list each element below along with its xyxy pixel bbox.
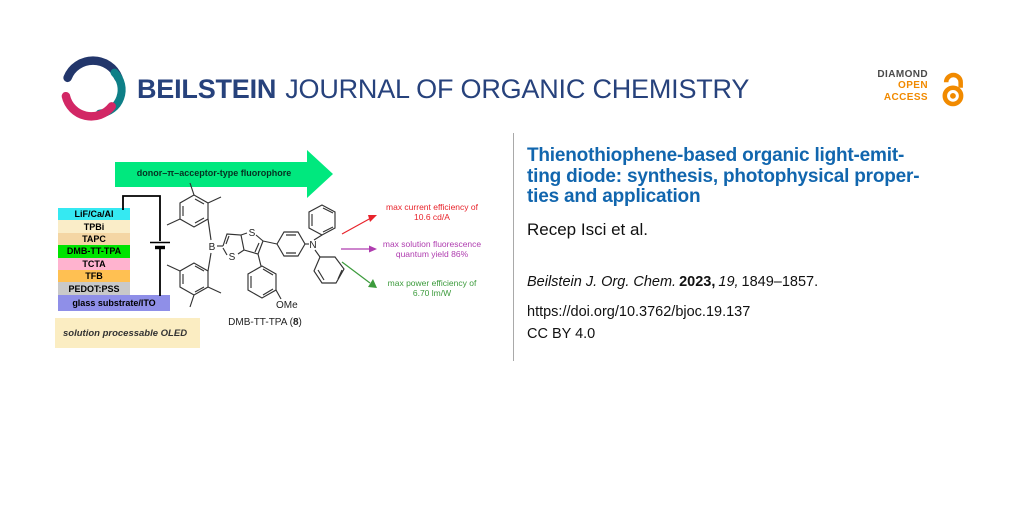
fluorophore-arrow [115,150,333,198]
finding-power-efficiency: max power efficiency of 6.70 lm/W [387,278,477,298]
fluorophore-arrow-label: donor–π–acceptor-type fluorophore [136,168,292,178]
stack-layer-tcta: TCTA [58,257,130,270]
molecule-name-label: DMB-TT-TPA (8) [228,317,302,328]
battery-circuit [122,195,170,296]
oa-access-text: ACCESS [883,91,928,103]
stack-layer-pedot: PEDOT:PSS [58,282,130,295]
finding-arrow-quantum-yield [341,245,377,253]
stack-layer-tfb: TFB [58,270,130,283]
oa-diamond-text: DIAMOND [877,69,928,80]
article-citation: Beilstein J. Org. Chem.2023,19,1849–1857… [527,274,821,290]
beilstein-logo-icon [61,56,126,121]
finding-arrow-current-efficiency [341,215,377,235]
stack-layer-tpbi: TPBi [58,220,130,233]
citation-year: 2023, [679,274,716,290]
molecule-structure: B S S OMe N [166,182,377,311]
stack-layer-tapc: TAPC [58,232,130,246]
journal-wordmark: BEILSTEIN JOURNAL OF ORGANIC CHEMISTRY [137,75,749,103]
citation-volume: 19, [718,274,739,290]
solution-processable-caption: solution processable OLED [55,318,200,348]
article-title: Thienothiophene-based organic light-emit… [527,145,920,208]
nitrogen-atom-label: N [309,240,316,251]
boron-atom-label: B [209,242,216,253]
oa-open-text: OPEN [898,80,928,92]
methoxy-group-label: OMe [276,300,298,311]
citation-journal: Beilstein J. Org. Chem. [527,274,677,290]
vertical-divider [513,133,514,361]
wordmark-beilstein: BEILSTEIN [137,74,277,104]
license-label: CC BY 4.0 [527,326,596,342]
finding-quantum-yield: max solution fluorescence quantum yield … [382,239,482,259]
finding-current-efficiency: max current efficiency of 10.6 cd/A [386,202,478,222]
stack-layer-emitter: DMB-TT-TPA [58,245,130,258]
doi-link: https://doi.org/10.3762/bjoc.19.137 [527,304,751,320]
sulfur-atom-label-2: S [249,228,256,239]
article-authors: Recep Isci et al. [527,220,648,239]
stack-layer-substrate: glass substrate/ITO [58,294,170,311]
oled-device-stack: LiF/Ca/Al TPBi TAPC DMB-TT-TPA TCTA TFB … [58,208,170,311]
wordmark-journal-name: JOURNAL OF ORGANIC CHEMISTRY [285,74,750,104]
finding-arrow-power-efficiency [341,261,377,288]
sulfur-atom-label-1: S [229,252,236,263]
stack-layer-cathode: LiF/Ca/Al [58,208,130,221]
citation-pages: 1849–1857. [741,274,819,290]
diamond-open-access-label: DIAMOND OPEN ACCESS [828,69,928,103]
open-access-lock-icon [942,72,964,107]
compound-number: 8 [292,317,299,328]
